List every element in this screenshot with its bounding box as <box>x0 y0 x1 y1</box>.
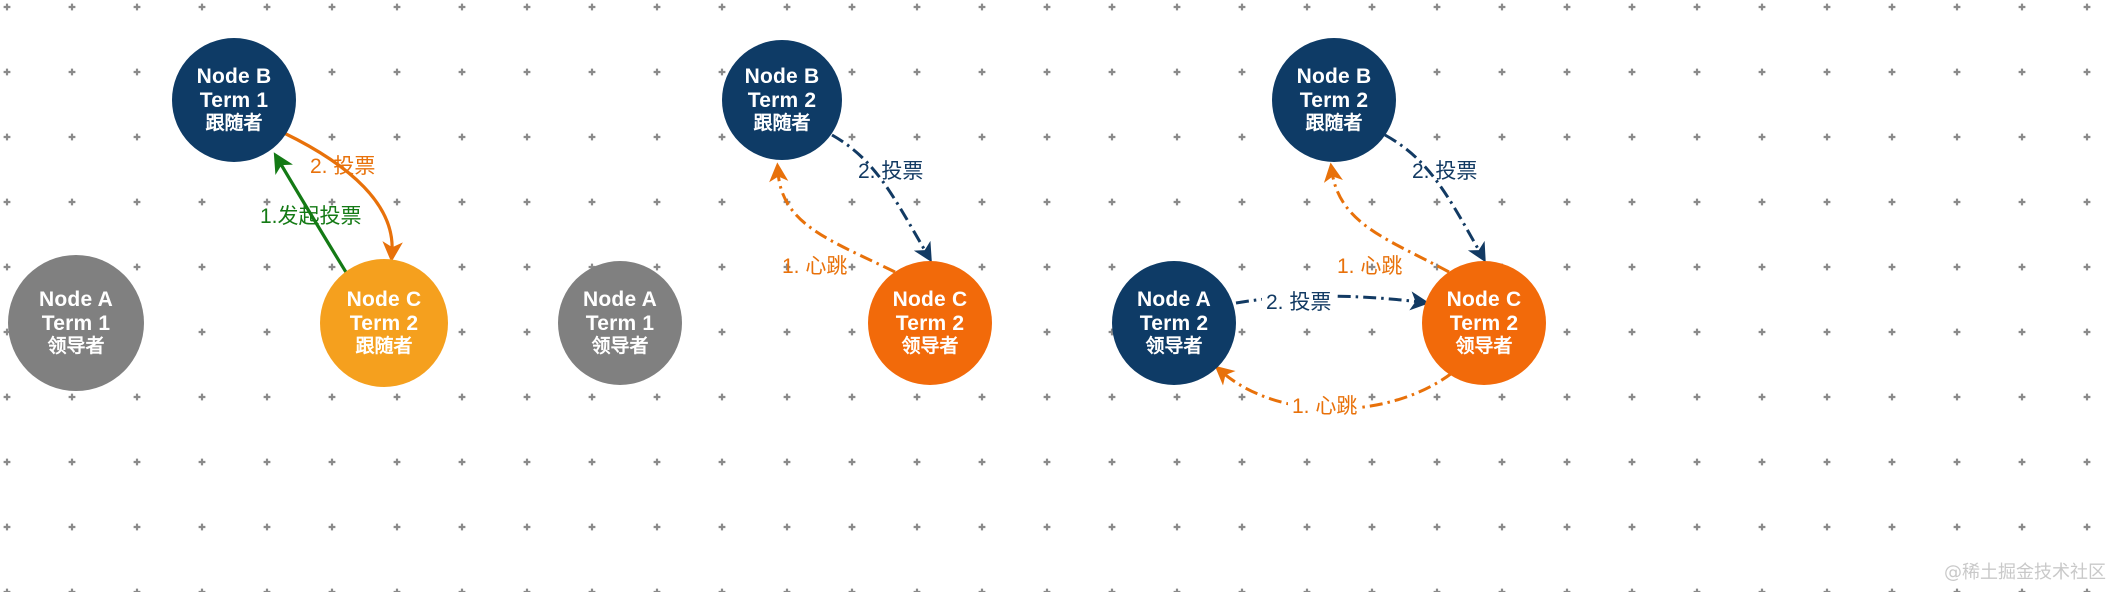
node-role: 领导者 <box>901 336 959 358</box>
node-label: Node B <box>196 65 272 89</box>
edge-label-p1-vote: 2. 投票 <box>310 155 376 178</box>
node-circle-p1-node-b[interactable]: Node B Term 1 跟随者 <box>172 38 296 162</box>
node-circle-p3-node-c[interactable]: Node C Term 2 领导者 <box>1422 261 1546 385</box>
node-role: 跟随者 <box>1305 113 1363 135</box>
node-role: 领导者 <box>47 336 105 358</box>
edge-label-p3-heartbeat-a: 1. 心跳 <box>1288 390 1362 420</box>
node-term: Term 1 <box>199 88 269 112</box>
edge-label-p1-request-vote: 1.发起投票 <box>260 205 362 228</box>
node-term: Term 1 <box>585 311 655 335</box>
node-label: Node C <box>346 288 422 312</box>
node-label: Node C <box>1446 288 1522 312</box>
edge-label-p3-heartbeat-b: 1. 心跳 <box>1337 255 1403 278</box>
node-term: Term 2 <box>349 311 419 335</box>
node-term: Term 2 <box>1139 311 1209 335</box>
node-role: 领导者 <box>1455 336 1513 358</box>
node-circle-p1-node-c[interactable]: Node C Term 2 跟随者 <box>320 259 448 387</box>
node-label: Node B <box>744 65 820 89</box>
node-term: Term 1 <box>41 311 111 335</box>
node-label: Node A <box>1137 288 1211 312</box>
node-circle-p2-node-b[interactable]: Node B Term 2 跟随者 <box>722 40 842 160</box>
node-role: 领导者 <box>1145 336 1203 358</box>
node-label: Node A <box>39 288 113 312</box>
edge-label-p2-heartbeat: 1. 心跳 <box>782 255 848 278</box>
edge-label-p2-vote: 2. 投票 <box>858 160 924 183</box>
node-label: Node C <box>892 288 968 312</box>
watermark: @稀土掘金技术社区 <box>1944 562 2106 583</box>
p2-edge-vote <box>831 133 932 263</box>
node-term: Term 2 <box>747 88 817 112</box>
node-circle-p2-node-a[interactable]: Node A Term 1 领导者 <box>558 261 682 385</box>
node-term: Term 2 <box>895 311 965 335</box>
edge-label-p3-vote-a: 2. 投票 <box>1262 286 1336 316</box>
node-role: 跟随者 <box>205 113 263 135</box>
node-circle-p3-node-b[interactable]: Node B Term 2 跟随者 <box>1272 38 1396 162</box>
node-label: Node B <box>1296 65 1372 89</box>
node-circle-p1-node-a[interactable]: Node A Term 1 领导者 <box>8 255 144 391</box>
node-label: Node A <box>583 288 657 312</box>
node-term: Term 2 <box>1449 311 1519 335</box>
node-role: 跟随者 <box>355 336 413 358</box>
p3-edge-vote-b <box>1384 133 1486 263</box>
node-role: 跟随者 <box>753 113 811 135</box>
node-circle-p2-node-c[interactable]: Node C Term 2 领导者 <box>868 261 992 385</box>
node-role: 领导者 <box>591 336 649 358</box>
node-term: Term 2 <box>1299 88 1369 112</box>
edge-label-p3-vote-b: 2. 投票 <box>1412 160 1478 183</box>
node-circle-p3-node-a[interactable]: Node A Term 2 领导者 <box>1112 261 1236 385</box>
